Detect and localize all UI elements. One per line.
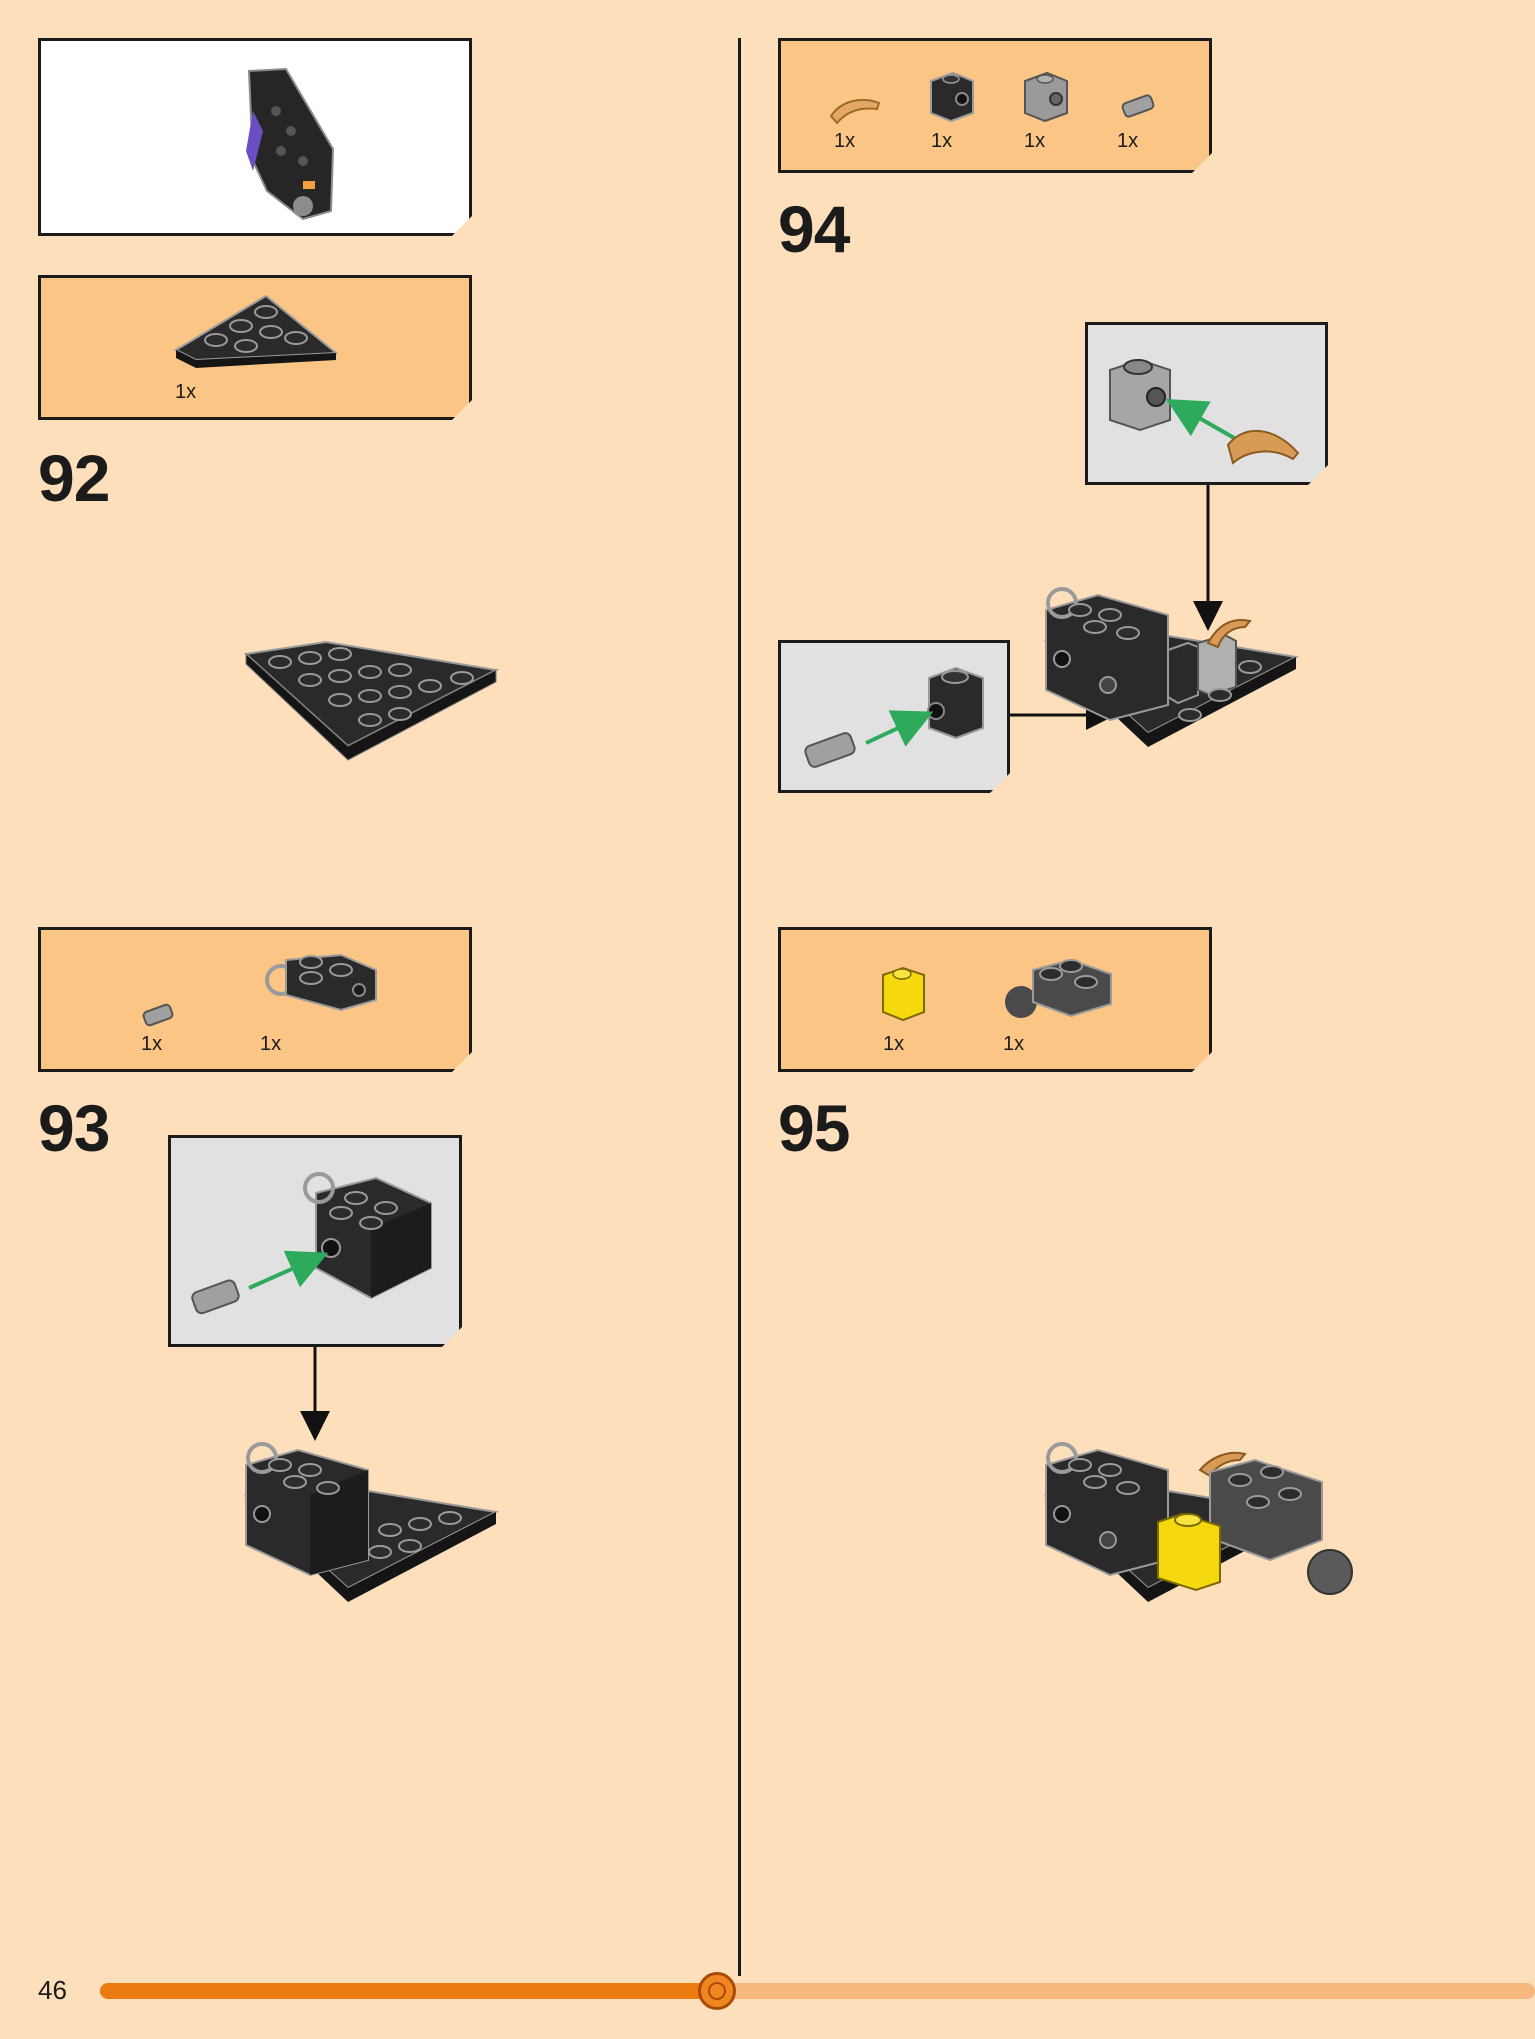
down-arrow [1193, 485, 1223, 631]
progress-knob-icon [698, 1972, 736, 2010]
step-94-parts-panel: 1x 1x 1x 1x [778, 38, 1212, 173]
part-qty: 1x [1117, 130, 1139, 152]
step-93-parts-icons [41, 930, 475, 1075]
part-qty: 1x [1003, 1033, 1025, 1055]
black-brick-with-clips-icon [267, 955, 376, 1010]
step-number-94: 94 [778, 192, 850, 266]
step-94-build-image [1043, 587, 1300, 747]
black-technic-brick-icon [931, 73, 973, 121]
part-qty: 1x [1024, 130, 1046, 152]
step-92-build-image [243, 640, 500, 761]
part-qty: 1x [931, 130, 953, 152]
step-number-93: 93 [38, 1091, 110, 1165]
grey-ball-joint-brick-icon [1005, 960, 1111, 1018]
step-94-parts-icons [781, 41, 1215, 176]
column-divider [738, 38, 741, 1976]
result-preview-panel [38, 38, 472, 236]
step-94-callout-top [1085, 322, 1328, 485]
part-qty: 1x [834, 130, 856, 152]
submodel-preview-icon [41, 41, 475, 239]
step-94-callout-bottom [778, 640, 1010, 793]
progress-fill [100, 1983, 717, 1999]
step-93-parts-panel: 1x 1x [38, 927, 472, 1072]
right-arrow [1010, 700, 1116, 730]
grey-technic-brick-icon [1025, 73, 1067, 121]
part-qty: 1x [260, 1033, 282, 1055]
page-number: 46 [38, 1975, 67, 2005]
pin-icon [142, 1004, 173, 1027]
part-qty: 1x [175, 381, 197, 403]
step-95-build-image [1043, 1442, 1353, 1602]
part-qty: 1x [141, 1033, 163, 1055]
pin-into-black-brick-illustration [781, 643, 1013, 796]
step-number-92: 92 [38, 441, 110, 515]
step-92-parts-panel: 1x [38, 275, 472, 420]
step-number-95: 95 [778, 1091, 850, 1165]
step-95-parts-panel: 1x 1x [778, 927, 1212, 1072]
tan-horn-icon [831, 100, 879, 123]
step-93-build-image [243, 1442, 500, 1602]
yellow-brick-icon [883, 968, 924, 1020]
step-95-parts-icons [781, 930, 1215, 1075]
step-93-callout [168, 1135, 462, 1347]
horn-into-grey-brick-illustration [1088, 325, 1331, 488]
down-arrow [300, 1347, 330, 1441]
pin-into-brick-illustration [171, 1138, 465, 1350]
pin-icon [1122, 94, 1155, 117]
part-qty: 1x [883, 1033, 905, 1055]
black-wedge-plate-icon [41, 278, 475, 423]
